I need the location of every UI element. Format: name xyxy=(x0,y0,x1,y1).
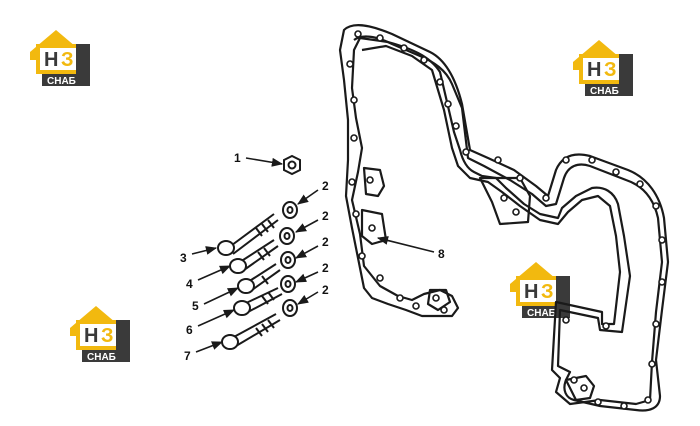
logo-bottom-left: Н З СНАБ xyxy=(70,306,130,363)
logo-initials-right: З xyxy=(61,49,74,71)
callout-2b: 2 xyxy=(322,209,329,223)
bolt-part-7 xyxy=(221,313,281,350)
logo-initials-left: Н xyxy=(44,49,58,71)
bolt-part-6 xyxy=(233,287,283,316)
callout-2e: 2 xyxy=(322,283,329,297)
callout-6: 6 xyxy=(186,323,193,337)
bolt-part-5 xyxy=(237,263,281,294)
callout-4: 4 xyxy=(186,277,193,291)
logo-initials-right: З xyxy=(604,59,617,81)
callout-7: 7 xyxy=(184,349,191,363)
gasket-outline xyxy=(338,24,670,412)
callout-3: 3 xyxy=(180,251,187,265)
callout-2d: 2 xyxy=(322,261,329,275)
logo-initials-left: Н xyxy=(587,59,601,81)
logo-top-right: Н З СНАБ xyxy=(573,40,633,97)
logo-initials-left: Н xyxy=(524,281,538,303)
leader-lines xyxy=(191,157,435,353)
logo-subtitle: СНАБ xyxy=(527,308,556,319)
washers-part-2 xyxy=(279,201,298,317)
logo-initials-left: Н xyxy=(84,325,98,347)
callout-8: 8 xyxy=(438,247,445,261)
logo-initials-right: З xyxy=(101,325,114,347)
callout-labels: 1 2 2 2 2 2 3 4 5 6 7 8 xyxy=(180,151,445,363)
logo-subtitle: СНАБ xyxy=(87,352,116,363)
logo-subtitle: СНАБ xyxy=(590,86,619,97)
callout-5: 5 xyxy=(192,299,199,313)
callout-2a: 2 xyxy=(322,179,329,193)
callout-2c: 2 xyxy=(322,235,329,249)
logo-middle-right: Н З СНАБ xyxy=(510,262,570,319)
bolt-part-3 xyxy=(217,213,279,256)
logo-initials-right: З xyxy=(541,281,554,303)
callout-1: 1 xyxy=(234,151,241,165)
gasket-bolt-holes xyxy=(346,30,666,410)
logo-top-left: Н З СНАБ xyxy=(30,30,90,87)
logo-subtitle: СНАБ xyxy=(47,76,76,87)
nut-part-1 xyxy=(283,154,301,176)
